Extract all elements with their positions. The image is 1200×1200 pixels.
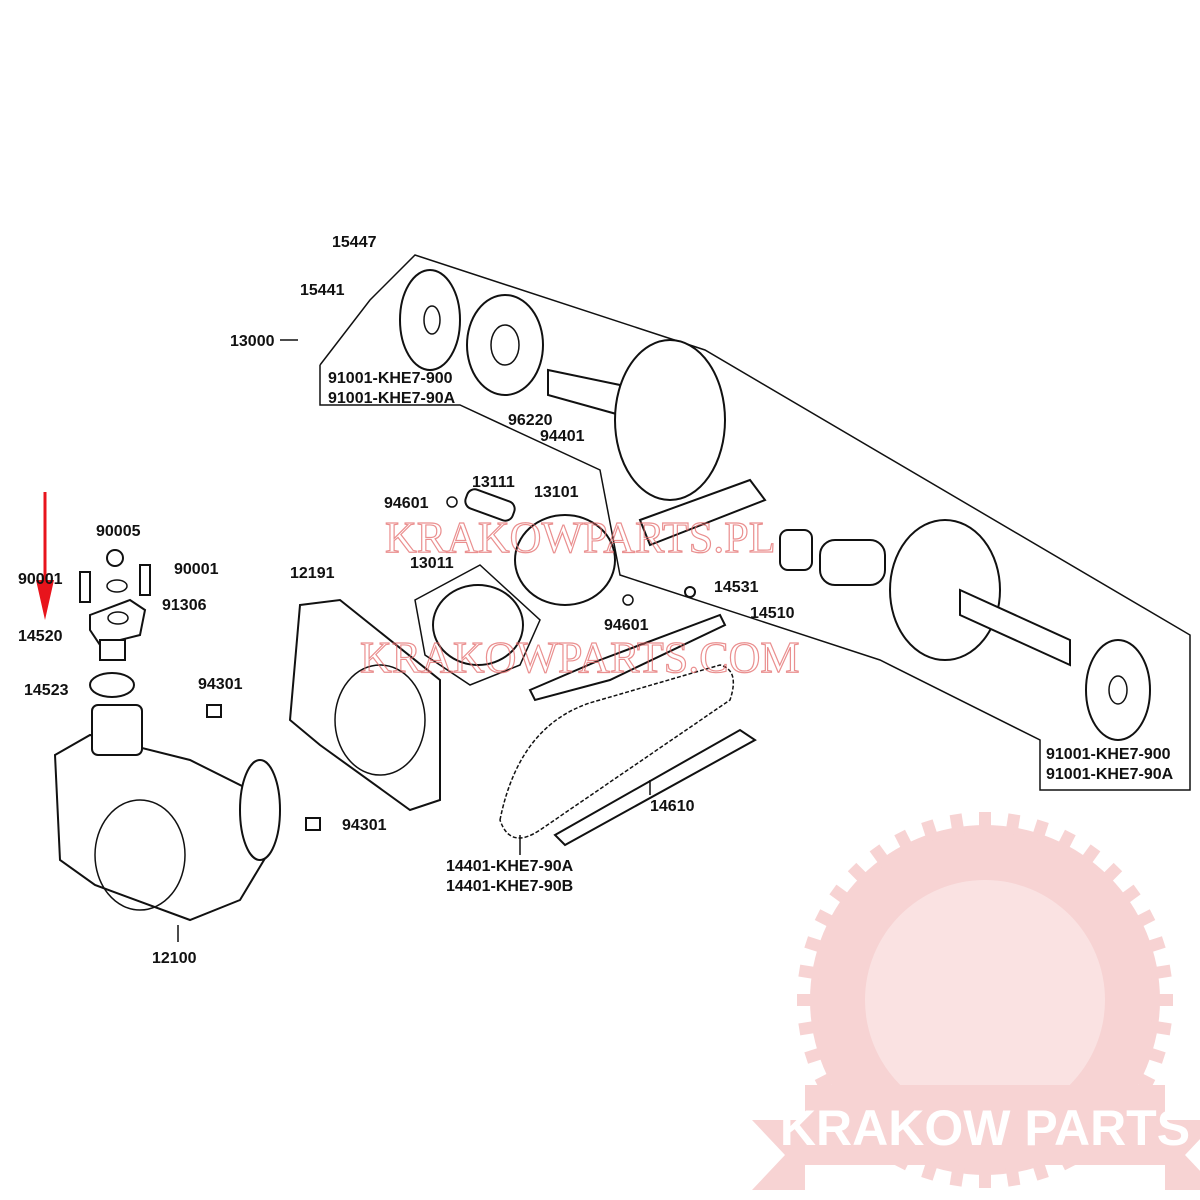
sprocket-tooth — [804, 1046, 828, 1064]
label-90001-right: 90001 — [174, 561, 219, 578]
label-12100: 12100 — [152, 950, 197, 967]
chain-guide — [553, 728, 757, 847]
label-94301-lower: 94301 — [342, 817, 387, 834]
label-14401-khe7-90b: 14401-KHE7-90B — [446, 878, 573, 895]
sprocket-tooth — [1055, 829, 1076, 854]
label-14401-khe7-90a: 14401-KHE7-90A — [446, 858, 574, 875]
sprocket-tooth — [1078, 844, 1101, 868]
bolt-right — [139, 564, 151, 596]
watermark-pl: KRAKOWPARTS.PL — [385, 513, 776, 562]
tensioner-gasket — [89, 672, 135, 698]
sprocket-tooth — [798, 1020, 821, 1036]
sprocket-tooth — [979, 812, 991, 832]
crankshaft-kit-outline — [319, 254, 1191, 791]
label-14510: 14510 — [750, 605, 795, 622]
sprocket-tooth — [1099, 862, 1123, 886]
piston — [514, 514, 616, 606]
cylinder-gasket — [288, 598, 441, 812]
sprocket-tooth — [847, 862, 871, 886]
crankshaft — [547, 339, 1071, 667]
sprocket-tooth — [1153, 994, 1173, 1006]
piston-rings — [432, 584, 524, 666]
label-15441: 15441 — [300, 282, 345, 299]
label-12191: 12191 — [290, 565, 335, 582]
label-94601-lower: 94601 — [604, 617, 649, 634]
label-14610: 14610 — [650, 798, 695, 815]
sprocket-tooth — [1149, 1020, 1172, 1036]
label-91001-khe7-900-right: 91001-KHE7-900 — [1046, 746, 1171, 763]
label-94401: 94401 — [540, 428, 585, 445]
sprocket-tooth — [869, 844, 892, 868]
oil-seal — [466, 294, 544, 396]
label-91306: 91306 — [162, 597, 207, 614]
label-14531: 14531 — [714, 579, 759, 596]
sprocket-tooth — [1131, 909, 1156, 930]
red-indicator-arrow — [36, 492, 54, 620]
label-14520: 14520 — [18, 628, 63, 645]
label-96220: 96220 — [508, 412, 553, 429]
bearing-left — [399, 269, 461, 371]
sealing-bolt — [106, 549, 124, 567]
sprocket-tooth — [804, 936, 828, 954]
sprocket-tooth — [829, 884, 853, 907]
label-14523: 14523 — [24, 682, 69, 699]
sprocket-tooth — [798, 964, 821, 980]
bearing-right — [1085, 639, 1151, 741]
label-90001-left: 90001 — [18, 571, 63, 588]
sprocket-tooth — [949, 1164, 965, 1187]
label-13101: 13101 — [534, 484, 579, 501]
sprocket-tooth — [1149, 964, 1172, 980]
logo-text: KRAKOW PARTS — [780, 1100, 1190, 1156]
piston-pin — [464, 488, 516, 522]
watermark-com: KRAKOWPARTS.COM — [360, 633, 799, 682]
sprocket-tooth — [921, 819, 939, 843]
label-94301-upper: 94301 — [198, 676, 243, 693]
sprocket-tooth — [797, 994, 817, 1006]
sprocket-tooth — [979, 1168, 991, 1188]
label-13011: 13011 — [410, 555, 454, 572]
sprocket-tooth — [1142, 1046, 1166, 1064]
o-ring — [106, 579, 128, 593]
sprocket-tooth — [894, 829, 915, 854]
sprocket-tooth — [949, 813, 965, 836]
cam-chain-tensioner — [89, 598, 147, 661]
label-13000: 13000 — [230, 333, 275, 350]
label-94601-upper: 94601 — [384, 495, 429, 512]
label-91001-khe7-900-left: 91001-KHE7-900 — [328, 370, 453, 387]
label-90005: 90005 — [96, 523, 141, 540]
sprocket-tooth — [1005, 1164, 1021, 1187]
sprocket-tooth — [1031, 819, 1049, 843]
cylinder — [53, 704, 281, 922]
sprocket-tooth — [1142, 936, 1166, 954]
bolt-left — [79, 571, 91, 603]
cam-chain — [499, 664, 735, 839]
label-91001-khe7-90a-left: 91001-KHE7-90A — [328, 390, 456, 407]
label-13111: 13111 — [472, 474, 515, 491]
sprocket-tooth — [814, 909, 839, 930]
dowel-pin-upper — [206, 704, 222, 718]
krakow-parts-logo: KRAKOW PARTS — [752, 812, 1200, 1190]
label-91001-khe7-90a-right: 91001-KHE7-90A — [1046, 766, 1174, 783]
chain-tensioner-guide — [528, 613, 727, 702]
sprocket-tooth — [1117, 884, 1141, 907]
label-15447: 15447 — [332, 234, 377, 251]
sprocket-tooth — [1005, 813, 1021, 836]
piston-ring-set-outline — [414, 564, 541, 686]
dowel-pin-lower — [305, 817, 321, 831]
